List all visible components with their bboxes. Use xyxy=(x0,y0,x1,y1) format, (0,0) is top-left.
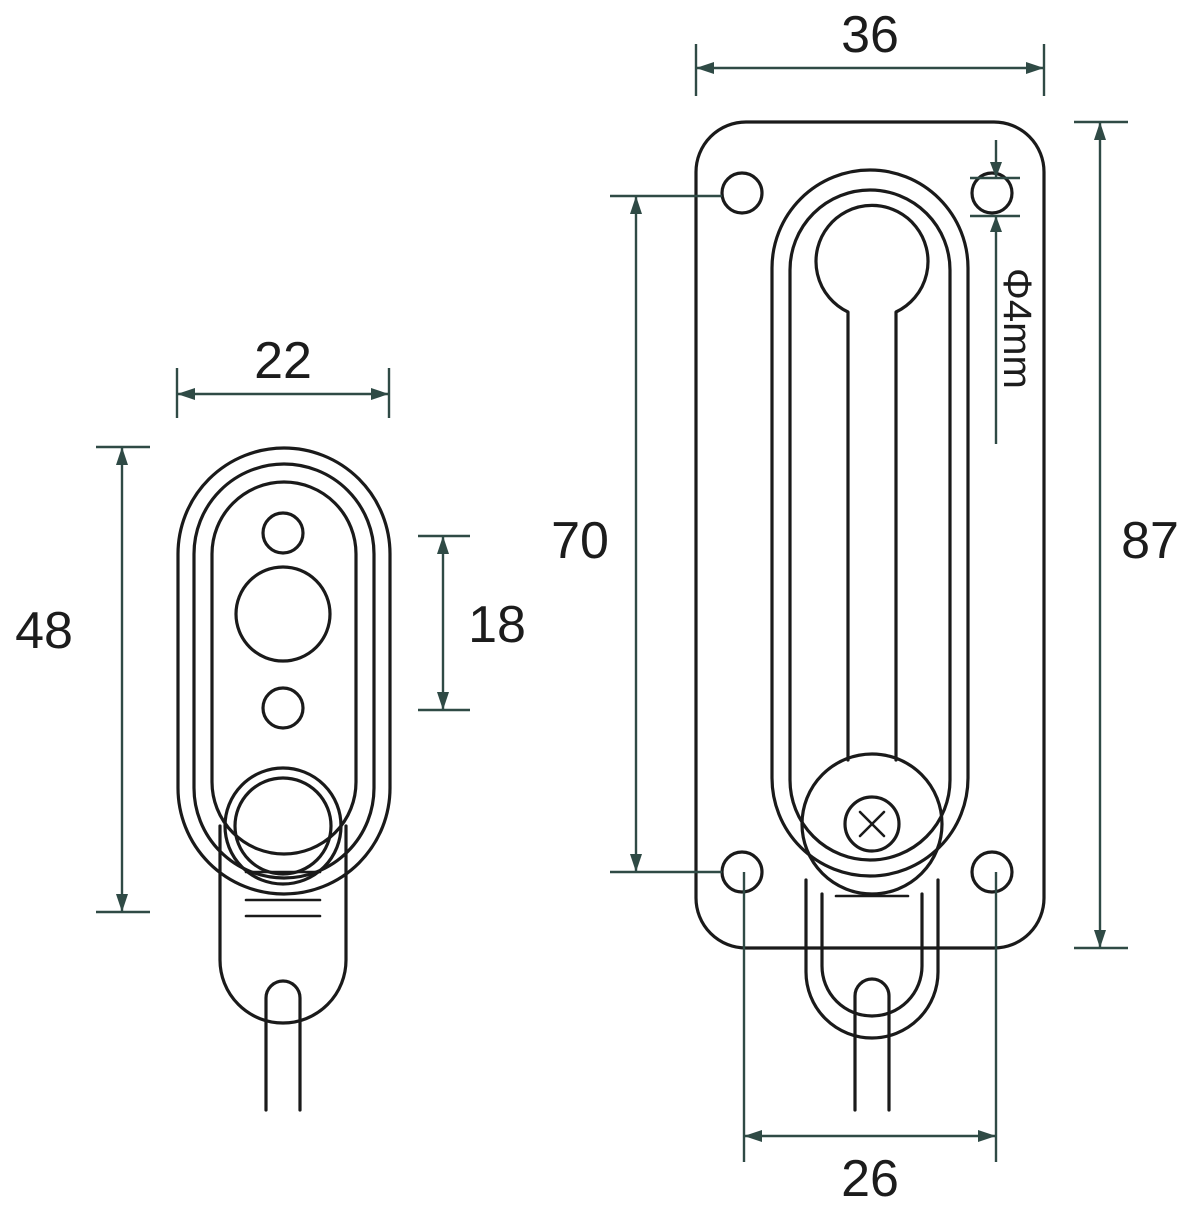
left-chain-slot xyxy=(264,979,302,1112)
right-slot-outer xyxy=(770,168,970,878)
screw-cross-b xyxy=(858,810,886,838)
right-knob-screw xyxy=(843,795,901,853)
right-keyhole-track xyxy=(814,203,930,762)
dimension-right-width: 36 xyxy=(694,6,1046,96)
left-keeper-part xyxy=(176,446,392,1112)
dimension-left-width: 22 xyxy=(175,332,391,418)
left-height-label: 48 xyxy=(15,602,73,660)
right-arm-part xyxy=(694,120,1046,1112)
dimension-right-hole-vertical-spacing: 70 xyxy=(551,194,722,874)
left-knob xyxy=(223,766,343,886)
right-bottom-left-screw-hole xyxy=(720,850,764,894)
right-chain-slot xyxy=(853,977,891,1112)
right-hanging-link xyxy=(804,878,940,1040)
left-plate-outer-outline xyxy=(176,446,392,896)
right-slot-inner xyxy=(788,188,952,862)
left-hole-spacing-label: 18 xyxy=(468,596,526,654)
dimension-left-height: 48 xyxy=(15,445,150,914)
right-top-right-screw-hole xyxy=(970,171,1014,215)
right-width-label: 36 xyxy=(841,6,899,64)
left-plate-inner-outline xyxy=(210,480,358,856)
left-top-screw-hole xyxy=(261,511,305,555)
hole-diameter-label: Φ4mm xyxy=(995,268,1039,389)
left-plate-middle-outline xyxy=(192,462,376,880)
dimension-right-hole-horizontal-spacing: 26 xyxy=(742,872,998,1205)
right-height-label: 87 xyxy=(1121,512,1179,570)
right-bottom-right-screw-hole xyxy=(970,850,1014,894)
dimension-hole-diameter: Φ4mm xyxy=(970,140,1039,444)
right-hanging-link-inner xyxy=(820,892,924,1018)
left-bottom-screw-hole xyxy=(261,686,305,730)
right-hole-vertical-spacing-label: 70 xyxy=(551,512,609,570)
left-large-hole xyxy=(234,565,332,663)
dimension-right-height: 87 xyxy=(1074,120,1179,950)
left-width-label: 22 xyxy=(254,332,312,390)
right-hole-horizontal-spacing-label: 26 xyxy=(841,1150,899,1205)
right-base-plate xyxy=(694,120,1046,950)
right-sliding-knob xyxy=(800,752,944,896)
right-top-left-screw-hole xyxy=(720,171,764,215)
left-knob-inner xyxy=(233,776,333,876)
left-hanging-link xyxy=(218,824,348,1025)
dimension-left-hole-spacing: 18 xyxy=(418,534,526,712)
